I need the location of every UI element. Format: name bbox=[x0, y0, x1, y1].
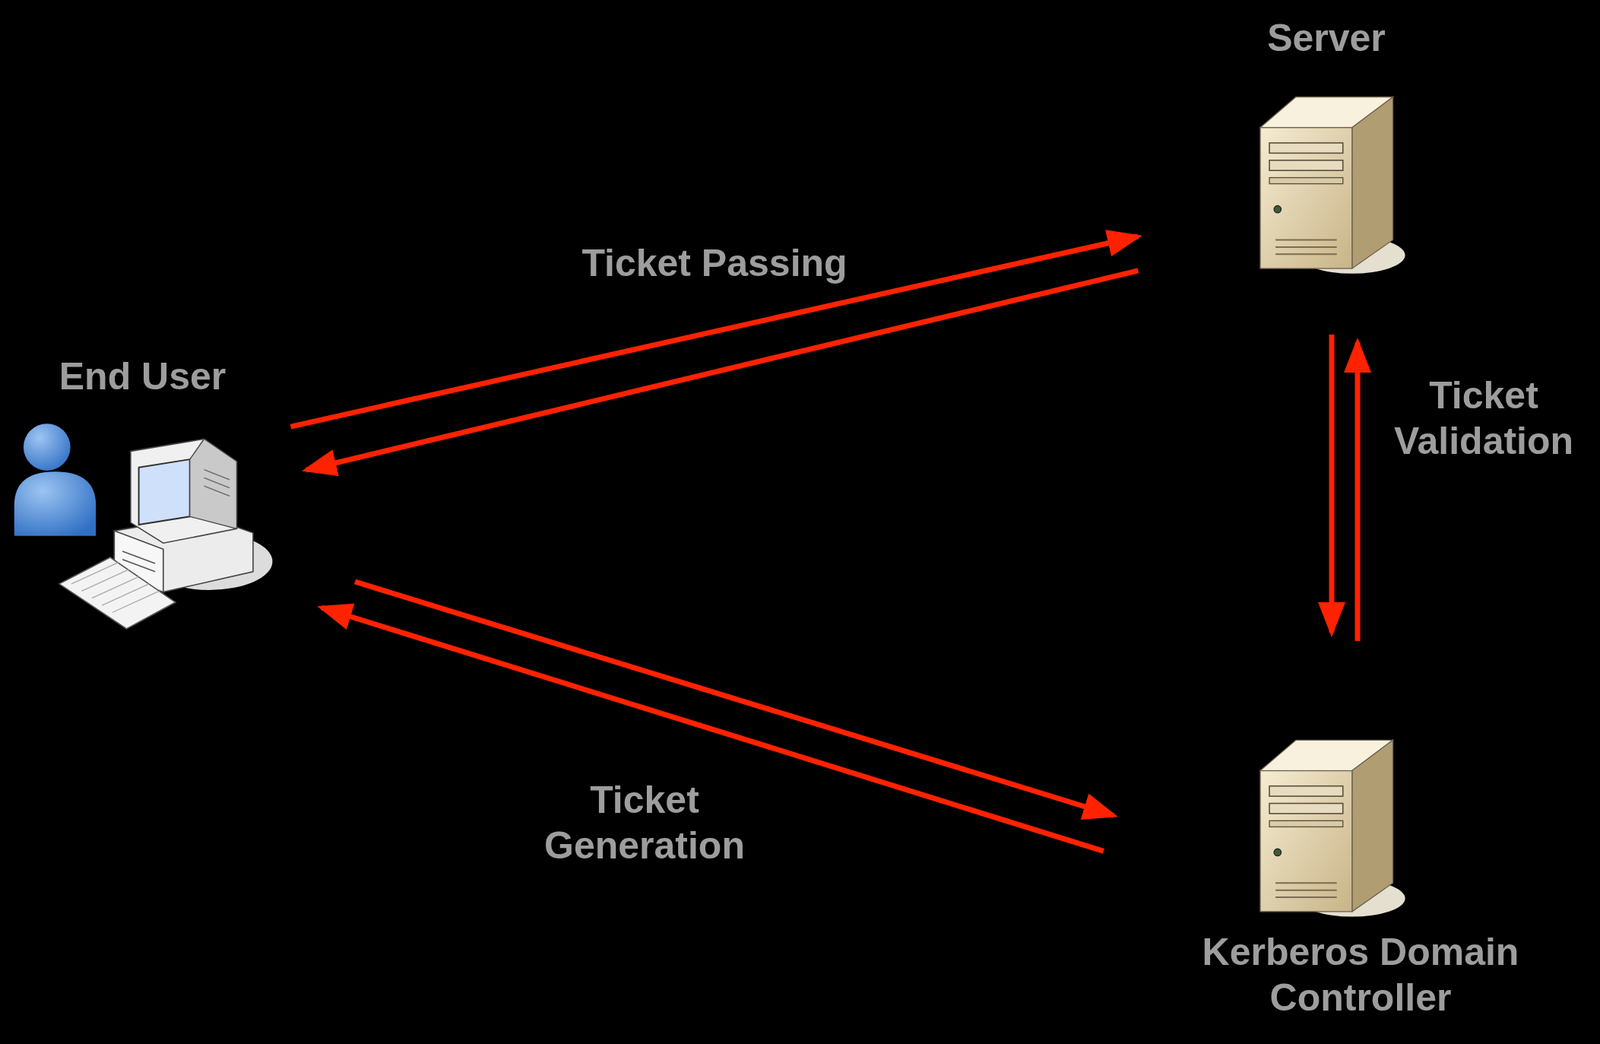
edge-label: Ticket Generation bbox=[530, 776, 759, 869]
monitor-screen bbox=[139, 459, 191, 525]
node-box: End User bbox=[11, 353, 274, 631]
front-face bbox=[1260, 770, 1353, 912]
front-face bbox=[1260, 127, 1353, 269]
monitor-side bbox=[190, 438, 238, 529]
monitor bbox=[130, 438, 238, 543]
vent bbox=[1275, 882, 1338, 897]
node-label: Kerberos Domain Controller bbox=[1181, 928, 1540, 1021]
arrow-connector bbox=[290, 236, 1138, 427]
side-face bbox=[1352, 739, 1394, 912]
arrow-connector bbox=[1329, 334, 1335, 633]
arrow-connector bbox=[1355, 342, 1361, 641]
node-box: Kerberos Domain Controller bbox=[1181, 706, 1540, 1021]
drive-bay bbox=[1269, 160, 1344, 171]
keyboard-keys bbox=[71, 562, 159, 613]
edge-label: Ticket Validation bbox=[1381, 372, 1587, 464]
monitor-vent bbox=[204, 469, 231, 497]
server-icon bbox=[1260, 739, 1406, 916]
power-led bbox=[1273, 848, 1281, 856]
side-face bbox=[1352, 97, 1394, 270]
server-icon bbox=[1260, 97, 1406, 274]
node-label: End User bbox=[59, 353, 227, 400]
keyboard bbox=[59, 557, 176, 629]
drive-bay bbox=[1269, 177, 1344, 184]
icons bbox=[14, 97, 1406, 917]
drive-bay bbox=[1269, 803, 1344, 814]
person-head bbox=[23, 423, 71, 471]
edge-label: Ticket Passing bbox=[535, 240, 894, 286]
user-icon bbox=[14, 423, 273, 629]
node-box: Server bbox=[1231, 15, 1422, 282]
power-led bbox=[1273, 205, 1281, 213]
drive-bay bbox=[1269, 142, 1344, 153]
drive-bay bbox=[1269, 820, 1344, 827]
person-body bbox=[14, 471, 96, 536]
drive-bay bbox=[1269, 785, 1344, 796]
arrow-connector bbox=[306, 270, 1139, 470]
node-label: Server bbox=[1267, 15, 1386, 61]
vent bbox=[1275, 239, 1338, 254]
